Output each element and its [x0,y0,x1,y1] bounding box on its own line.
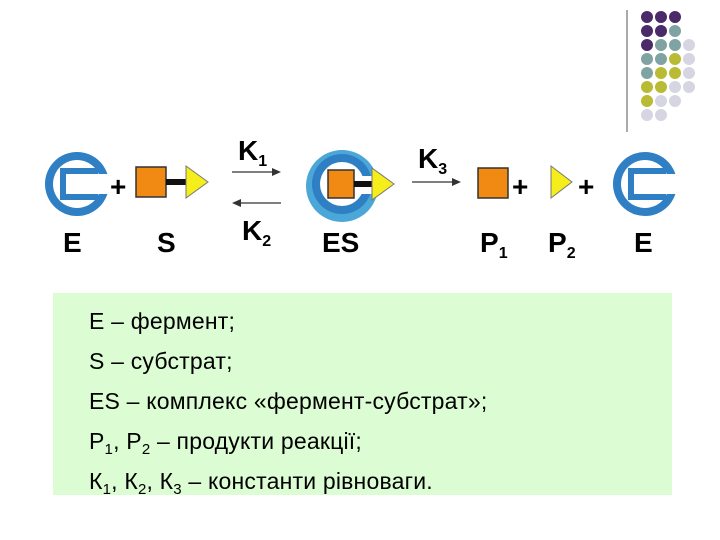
label-es: ES [322,227,359,258]
legend-subscript: 3 [173,481,182,498]
label-p2: P2 [548,227,576,262]
k1-label: K1 [238,135,267,170]
label-s: S [157,227,176,258]
es-complex-shape [306,150,394,222]
plus-sign-1: + [110,171,126,202]
legend-box: E – фермент; S – субстрат; ES – комплекс «… [53,293,672,495]
legend-text: – константи рівноваги. [182,468,433,494]
legend-list: E – фермент; S – субстрат; ES – комплекс «… [89,301,672,501]
k2-label: K2 [242,215,271,250]
legend-line-5: К1, К2, К3 – константи рівноваги. [89,461,672,501]
enzyme-shape-left [45,152,112,216]
legend-text: – продукти реакції; [150,428,362,454]
legend-line-3: ES – комплекс «фермент-субстрат»; [89,381,672,421]
legend-text: S – субстрат; [89,348,233,374]
k3-arrow [412,178,461,186]
legend-line-1: E – фермент; [89,301,672,341]
enzyme-shape-right [613,152,680,216]
legend-text: К [89,468,103,494]
legend-text: ES – комплекс «фермент-субстрат»; [89,388,487,414]
product-p2-shape [551,166,572,198]
legend-subscript: 1 [105,441,114,458]
legend-text: , К [111,468,138,494]
label-e-right: E [634,227,653,258]
legend-text: , К [146,468,173,494]
legend-line-4: Р1, Р2 – продукти реакції; [89,421,672,461]
legend-text: , Р [113,428,142,454]
enzyme-reaction-diagram: + K1 K2 K3 + + E S [0,0,720,290]
plus-sign-3: + [578,171,594,202]
k3-label: K3 [418,143,447,178]
label-e-left: E [63,227,82,258]
legend-text: E – фермент; [89,308,235,334]
legend-line-2: S – субстрат; [89,341,672,381]
legend-text: Р [89,428,105,454]
label-p1: P1 [480,227,508,262]
legend-subscript: 1 [103,481,112,498]
plus-sign-2: + [512,171,528,202]
substrate-shape [136,166,208,198]
equilibrium-arrows [232,168,281,207]
product-p1-shape [478,168,508,198]
